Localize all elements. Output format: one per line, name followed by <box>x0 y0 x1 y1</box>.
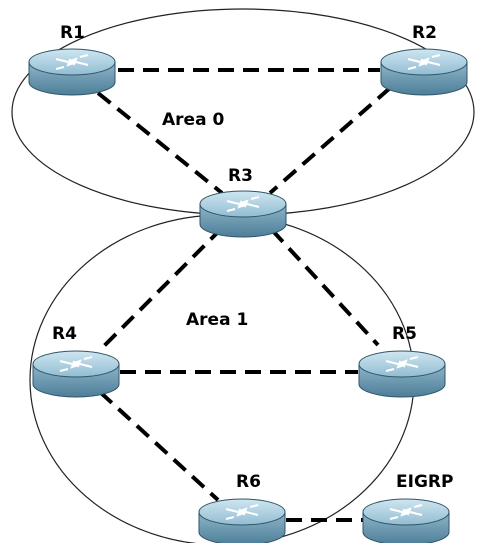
link-r3-r4 <box>98 226 224 352</box>
router-r5-icon[interactable] <box>358 350 446 398</box>
router-r1-icon[interactable] <box>28 48 116 96</box>
area-1-label: Area 1 <box>186 310 248 330</box>
router-eigrp-icon[interactable] <box>362 498 450 543</box>
router-r1-label: R1 <box>60 23 85 43</box>
router-r3-label: R3 <box>228 166 253 186</box>
router-r2-icon[interactable] <box>380 48 468 96</box>
router-r3-icon[interactable] <box>199 190 287 238</box>
link-r1-r3 <box>96 91 224 195</box>
router-r4-label: R4 <box>52 324 77 344</box>
area-0-label: Area 0 <box>162 110 224 130</box>
router-eigrp-label: EIGRP <box>396 472 453 492</box>
router-r4-icon[interactable] <box>32 350 120 398</box>
links <box>96 68 392 522</box>
router-r2-label: R2 <box>412 23 437 43</box>
link-r3-r5 <box>270 228 380 347</box>
router-r5-label: R5 <box>392 324 417 344</box>
link-r4-r6 <box>98 390 220 502</box>
link-r2-r3 <box>268 86 392 195</box>
router-r6-icon[interactable] <box>198 498 286 543</box>
router-r6-label: R6 <box>236 472 261 492</box>
